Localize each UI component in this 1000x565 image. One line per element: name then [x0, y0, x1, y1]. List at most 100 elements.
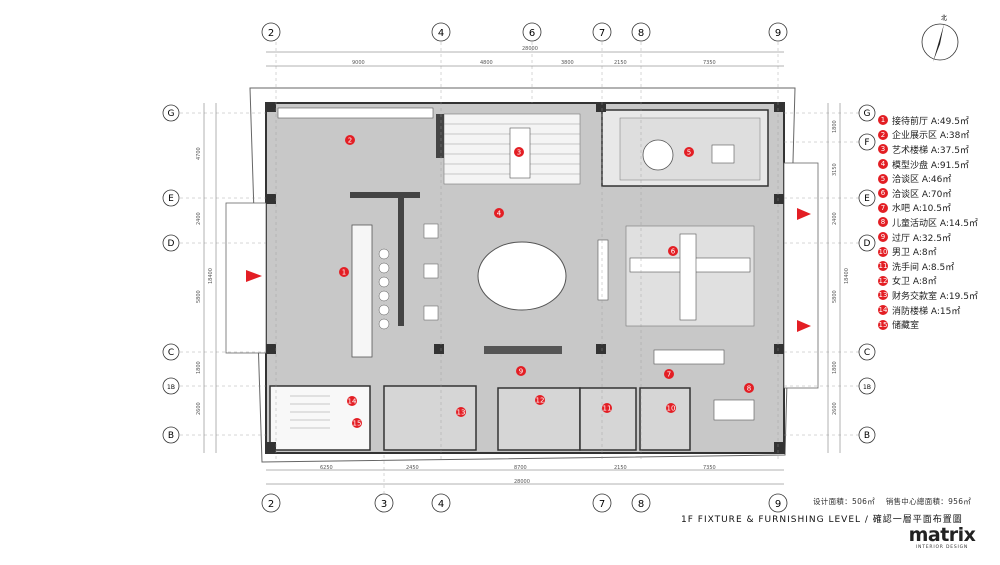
- grid-col-bottom-5: 8: [638, 499, 644, 510]
- fire-stair-14: [269, 385, 371, 451]
- legend-item: 5 洽谈区 A:46㎡: [878, 171, 996, 186]
- room-marker-4: 4: [497, 210, 502, 218]
- grid-row-left-4: C: [168, 348, 174, 358]
- fire-stair-treads: [290, 395, 330, 429]
- legend-number-badge: 9: [878, 232, 888, 243]
- total-area: 销售中心總面積：956㎡: [885, 497, 972, 506]
- dim-top-5: 7350: [703, 60, 716, 66]
- dim-right-1: 1800: [832, 120, 838, 133]
- logo-word: matrix: [908, 524, 976, 546]
- grid-lines: [180, 42, 860, 493]
- legend-item: 9 过厅 A:32.5㎡: [878, 230, 996, 245]
- room-marker-7: 7: [667, 371, 671, 379]
- room-marker-2: 2: [348, 137, 352, 145]
- dim-top-4: 2150: [614, 60, 627, 66]
- room-marker-13: 13: [457, 409, 466, 417]
- long-table-v: [679, 233, 697, 321]
- grid-col-bottom-3: 4: [438, 499, 444, 510]
- grid-bubbles-bottom: 2 3 4 7 8 9: [261, 493, 788, 513]
- dim-left-2: 2400: [196, 212, 202, 225]
- legend-number-badge: 11: [878, 261, 888, 272]
- dim-bottom-2: 2450: [406, 465, 419, 471]
- wall-segment: [436, 114, 444, 158]
- logo-subtitle: INTERIOR DESIGN: [915, 545, 969, 550]
- north-label: 北: [941, 14, 947, 22]
- legend-text: 模型沙盘 A:91.5㎡: [892, 160, 969, 171]
- sandbox-counter: [597, 239, 609, 301]
- legend-text: 洗手间 A:8.5㎡: [892, 262, 955, 273]
- legend-text: 企业展示区 A:38㎡: [892, 131, 970, 142]
- grid-col-bottom-2: 3: [381, 499, 387, 510]
- dim-left-3: 5800: [196, 290, 202, 303]
- dim-bottom-3: 8700: [514, 465, 527, 471]
- legend-text: 洽谈区 A:70㎡: [892, 189, 952, 200]
- room-marker-8: 8: [747, 385, 751, 393]
- dim-bottom-1: 6250: [320, 465, 333, 471]
- drawing-title: 1F FIXTURE & FURNISHING LEVEL / 確認一層平面布置…: [681, 515, 963, 525]
- room-marker-12: 12: [536, 397, 545, 405]
- dim-left-5: 2600: [196, 402, 202, 415]
- room-marker-14: 14: [348, 398, 357, 406]
- legend-text: 储藏室: [892, 321, 920, 332]
- room-marker-3: 3: [517, 149, 521, 157]
- display-pedestals: [423, 223, 439, 321]
- east-entrance: [783, 162, 819, 389]
- washroom-11: [579, 387, 637, 451]
- grid-row-right-4: D: [864, 239, 871, 249]
- grid-row-left-6: B: [168, 431, 174, 441]
- legend-number-badge: 4: [878, 159, 888, 170]
- reception-sidewall: [398, 196, 404, 326]
- legend-text: 男卫 A:8㎡: [892, 248, 937, 259]
- male-wc-10: [639, 387, 691, 451]
- grid-row-right-1: G: [864, 109, 871, 119]
- dimension-labels-bottom: 6250 2450 8700 2150 7350 28000: [320, 465, 716, 485]
- legend-number-badge: 6: [878, 188, 888, 199]
- round-table: [642, 139, 674, 171]
- dim-right-5: 1800: [832, 361, 838, 374]
- legend-number-badge: 14: [878, 305, 888, 316]
- legend-number-badge: 7: [878, 202, 888, 213]
- room-marker-1: 1: [342, 269, 346, 277]
- dim-top-total: 28000: [522, 46, 538, 52]
- legend-text: 过厅 A:32.5㎡: [892, 233, 951, 244]
- grid-row-right-7: B: [864, 431, 870, 441]
- grid-row-left-3: D: [168, 239, 175, 249]
- grid-row-left-5: 1B: [167, 384, 175, 391]
- grid-col-top-2: 4: [438, 28, 444, 39]
- entrance-arrow-east-1: [797, 208, 811, 220]
- grid-bubbles-left: G E D C 1B B: [162, 104, 180, 444]
- grid-row-right-3: E: [864, 194, 870, 204]
- reception-backwall: [350, 192, 420, 198]
- dim-left-4: 1800: [196, 361, 202, 374]
- room-marker-11: 11: [603, 405, 612, 413]
- corridor-bench: [484, 346, 562, 354]
- grid-col-top-6: 9: [775, 28, 781, 39]
- area-summary: 设计面積：506㎡ 销售中心總面積：956㎡: [813, 496, 979, 507]
- grid-col-top-4: 7: [599, 28, 605, 39]
- room-marker-10: 10: [667, 405, 676, 413]
- legend-number-badge: 5: [878, 173, 888, 184]
- dim-top-1: 9000: [352, 60, 365, 66]
- grid-col-bottom-4: 7: [599, 499, 605, 510]
- dim-right-3: 2400: [832, 212, 838, 225]
- legend-text: 财务交款室 A:19.5㎡: [892, 291, 978, 302]
- grid-col-bottom-1: 2: [268, 499, 274, 510]
- finance-room-13: [383, 385, 477, 451]
- reception-desk: [351, 224, 373, 358]
- legend-text: 洽谈区 A:46㎡: [892, 175, 952, 186]
- model-sandbox: [477, 241, 567, 311]
- grid-col-top-3: 6: [529, 28, 535, 39]
- grid-col-bottom-6: 9: [775, 499, 781, 510]
- dim-right-2: 3150: [832, 163, 838, 176]
- dim-left-total: 18400: [208, 268, 214, 284]
- grid-bubbles-top: 2 4 6 7 8 9: [261, 22, 788, 42]
- structural-columns: [266, 102, 784, 452]
- dimension-lines: [203, 51, 841, 485]
- legend-text: 女卫 A:8㎡: [892, 277, 937, 288]
- legend-item: 6 洽谈区 A:70㎡: [878, 186, 996, 201]
- dim-right-total: 18400: [844, 268, 850, 284]
